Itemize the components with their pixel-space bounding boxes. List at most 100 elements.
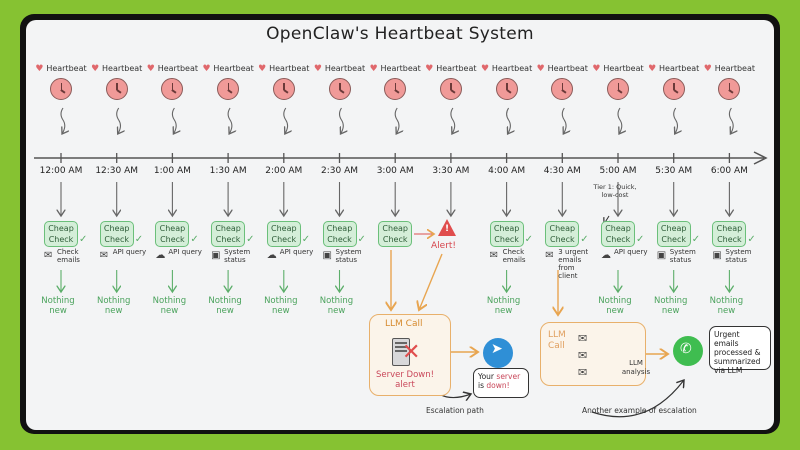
heartbeat-squiggle	[338, 107, 344, 134]
alert-exclamation: !	[445, 224, 450, 234]
check-mark-icon: ✓	[79, 234, 88, 245]
heartbeat-text: Heartbeat	[213, 64, 254, 73]
clock-icon	[384, 78, 407, 100]
clock-icon	[328, 78, 351, 100]
time-label: 3:00 AM	[376, 166, 414, 176]
check-type-label: System status	[669, 248, 696, 264]
clock-icon	[551, 78, 574, 100]
monitor-icon: ▣	[656, 250, 667, 261]
server-down-message: Your server is down!	[473, 368, 529, 398]
heartbeat-text: Heartbeat	[102, 64, 143, 73]
time-label: 2:00 AM	[265, 166, 303, 176]
nothing-new-label: Nothing new	[41, 296, 75, 316]
nothing-new-label: Nothing new	[319, 296, 354, 316]
heart-icon: ♥	[202, 64, 214, 74]
check-type-label: 3 urgent emails from client	[558, 248, 589, 280]
heart-icon: ♥	[35, 64, 47, 74]
heartbeat-squiggle	[171, 107, 176, 134]
clock-icon	[272, 78, 295, 100]
time-label: 1:30 AM	[209, 166, 247, 176]
clock-icon	[495, 78, 518, 100]
cheap-check-box: Cheap Check	[99, 221, 134, 247]
heart-icon: ♥	[592, 64, 604, 74]
cheap-check-box: Cheap Check	[155, 221, 190, 247]
escalation-path-note: Escalation path	[426, 406, 484, 415]
heartbeat-squiggle	[394, 107, 399, 134]
heartbeat-text: Heartbeat	[324, 64, 366, 73]
check-type-label: Check emails	[57, 248, 80, 264]
server-icon	[392, 338, 410, 366]
heartbeat-text: Heartbeat	[547, 64, 588, 73]
time-label: 5:30 AM	[655, 166, 693, 176]
heartbeat-text: Heartbeat	[714, 64, 756, 73]
urgent-emails-message: Urgent emails processed & summarized via…	[709, 326, 771, 375]
time-label: 4:30 AM	[543, 166, 581, 176]
llm-call-title-1: LLM Call	[385, 319, 423, 329]
time-label: 12:30 AM	[95, 166, 139, 176]
email-icon-1: ✉	[578, 332, 588, 345]
heartbeat-label: ♥ Heartbeat	[312, 64, 368, 74]
check-mark-icon: ✓	[301, 234, 311, 245]
heart-icon: ♥	[648, 64, 659, 74]
heartbeat-squiggle	[673, 107, 678, 134]
envelope-icon: ✉	[99, 250, 109, 261]
heart-icon: ♥	[536, 64, 548, 74]
error-x-icon: ✕	[402, 340, 421, 365]
nothing-new-label: Nothing new	[208, 296, 242, 316]
heartbeat-squiggle	[60, 107, 65, 134]
check-mark-icon: ✓	[357, 234, 366, 245]
envelope-icon: ✉	[545, 250, 554, 261]
heartbeat-label: ♥ Heartbeat	[89, 64, 145, 74]
clock-icon	[217, 78, 240, 100]
heartbeat-label: ♥ Heartbeat	[646, 64, 702, 74]
heartbeat-text: Heartbeat	[46, 64, 87, 73]
heartbeat-text: Heartbeat	[491, 64, 533, 73]
heartbeat-squiggle	[617, 107, 622, 134]
envelope-icon: ✉	[44, 250, 53, 261]
clock-icon	[161, 78, 184, 100]
arrow-alert-to-llm	[419, 253, 443, 310]
time-label: 12:00 AM	[39, 166, 83, 176]
time-label: 1:00 AM	[153, 166, 191, 176]
check-type-label: API query	[112, 248, 147, 256]
whatsapp-phone-icon: ✆	[680, 341, 692, 357]
check-mark-icon: ✓	[246, 234, 255, 245]
check-type-label: API query	[279, 248, 314, 256]
heartbeat-text: Heartbeat	[603, 64, 644, 73]
monitor-icon: ▣	[712, 250, 722, 261]
heartbeat-text: Heartbeat	[659, 64, 700, 73]
heartbeat-squiggle	[728, 107, 733, 134]
telegram-plane-icon: ➤	[491, 341, 503, 357]
heartbeat-text: Heartbeat	[157, 64, 199, 73]
heartbeat-label: ♥ Heartbeat	[367, 64, 423, 74]
heart-icon: ♥	[369, 64, 381, 74]
check-mark-icon: ✓	[636, 234, 645, 245]
check-mark-icon: ✓	[747, 234, 756, 245]
heartbeat-label: ♥ Heartbeat	[144, 64, 200, 74]
whatsapp-icon	[673, 336, 703, 366]
check-mark-icon: ✓	[691, 234, 701, 245]
heart-icon: ♥	[313, 64, 325, 74]
heart-icon: ♥	[146, 64, 158, 74]
time-label: 2:30 AM	[321, 166, 358, 176]
server-down-status: Server Down! alert	[375, 370, 435, 390]
heartbeat-squiggle	[450, 107, 455, 134]
cheap-check-box: Cheap Check	[44, 221, 78, 247]
clock-icon	[662, 78, 685, 100]
cheap-check-box: Cheap Check	[545, 221, 580, 247]
check-type-label: System status	[224, 248, 251, 264]
cloud-icon: ☁	[266, 250, 277, 261]
nothing-new-label: Nothing new	[598, 296, 632, 316]
heart-icon: ♥	[480, 64, 492, 74]
heartbeat-squiggle	[283, 107, 288, 134]
llm-call-box-1	[369, 314, 451, 396]
heart-icon: ♥	[703, 64, 715, 74]
heartbeat-label: ♥ Heartbeat	[590, 64, 646, 74]
heartbeat-squiggle	[227, 107, 232, 134]
check-type-label: Check emails	[502, 248, 526, 264]
heartbeat-squiggle	[561, 107, 566, 134]
escalation-curve-2	[591, 380, 684, 418]
alert-icon	[438, 219, 456, 236]
check-type-label: System status	[335, 248, 362, 264]
